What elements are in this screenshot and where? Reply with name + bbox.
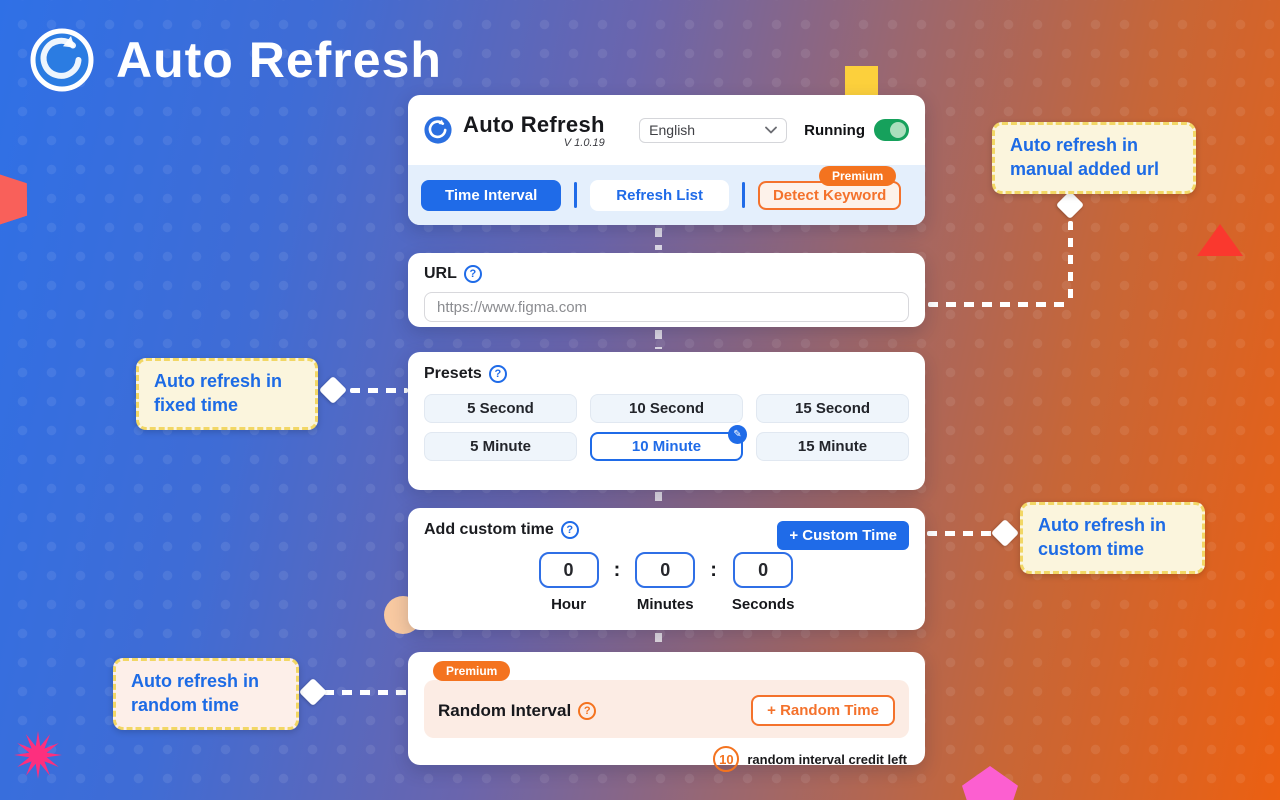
connector-diamond-manual-url bbox=[1055, 190, 1085, 220]
callout-custom-time: Auto refresh in custom time bbox=[1020, 502, 1205, 574]
connector-custom-random bbox=[655, 633, 662, 649]
connector-diamond-fixed-time bbox=[318, 375, 348, 405]
add-custom-time-button[interactable]: + Custom Time bbox=[777, 521, 909, 550]
seconds-input[interactable] bbox=[733, 552, 794, 588]
random-interval-help-icon[interactable]: ? bbox=[578, 701, 597, 720]
random-interval-label: Random Interval bbox=[438, 700, 572, 720]
decor-pink-pentagon bbox=[962, 766, 1018, 800]
hour-input[interactable] bbox=[538, 552, 599, 588]
premium-badge: Premium bbox=[433, 661, 511, 681]
preset-15-second[interactable]: 15 Second bbox=[756, 394, 909, 423]
presets-label: Presets bbox=[424, 365, 482, 382]
preset-15-minute[interactable]: 15 Minute bbox=[756, 432, 909, 461]
random-interval-card: Premium Random Interval ? + Random Time … bbox=[408, 652, 925, 772]
running-status: Running bbox=[804, 119, 909, 141]
custom-time-help-icon[interactable]: ? bbox=[560, 521, 579, 539]
language-select[interactable]: English bbox=[639, 117, 788, 143]
preset-10-second[interactable]: 10 Second bbox=[590, 394, 743, 423]
tab-time-interval[interactable]: Time Interval bbox=[421, 179, 562, 211]
custom-time-card: Add custom time ? + Custom Time Hour : M… bbox=[408, 508, 925, 630]
connector-diamond-random-time bbox=[298, 677, 328, 707]
custom-time-label: Add custom time bbox=[424, 521, 554, 538]
callout-manual-added-url: Auto refresh in manual added url bbox=[992, 122, 1196, 194]
popup-tabbar: Time Interval Refresh List Premium Detec… bbox=[408, 165, 925, 225]
preset-5-minute[interactable]: 5 Minute bbox=[424, 432, 577, 461]
decor-pink-starburst bbox=[14, 731, 62, 779]
tab-divider bbox=[574, 182, 578, 208]
connector-url-presets bbox=[655, 330, 662, 349]
custom-time-header: Add custom time ? + Custom Time bbox=[424, 521, 909, 550]
connector-manual-url-horizontal bbox=[928, 302, 1070, 307]
connector-fixed-time bbox=[350, 388, 408, 393]
decor-red-triangle bbox=[1197, 224, 1243, 256]
decor-yellow-rectangle bbox=[845, 66, 878, 96]
popup-header-card: Auto Refresh V 1.0.19 English Running Ti… bbox=[408, 95, 925, 225]
preset-grid: 5 Second 10 Second 15 Second 5 Minute 10… bbox=[424, 394, 909, 461]
minutes-input[interactable] bbox=[635, 552, 696, 588]
connector-presets-custom bbox=[655, 492, 662, 506]
url-label-row: URL ? bbox=[424, 265, 909, 283]
colon-separator: : bbox=[710, 558, 717, 581]
chevron-down-icon bbox=[765, 126, 778, 134]
time-input-row: Hour : Minutes : Seconds bbox=[424, 552, 909, 613]
connector-custom-time bbox=[927, 531, 995, 536]
tab-divider bbox=[741, 182, 745, 208]
preset-10-minute-selected[interactable]: 10 Minute ✎ bbox=[590, 425, 747, 461]
tab-refresh-list[interactable]: Refresh List bbox=[590, 179, 729, 211]
presets-card: Presets ? 5 Second 10 Second 15 Second 5… bbox=[408, 352, 925, 490]
presets-label-row: Presets ? bbox=[424, 365, 909, 383]
connector-manual-url-vertical bbox=[1068, 221, 1073, 302]
premium-badge: Premium bbox=[818, 165, 897, 186]
connector-header-url bbox=[655, 228, 662, 250]
credit-text: random interval credit left bbox=[747, 751, 907, 767]
hero-title: Auto Refresh bbox=[116, 32, 442, 88]
colon-separator: : bbox=[613, 558, 621, 581]
running-toggle[interactable] bbox=[874, 119, 909, 141]
minutes-label: Minutes bbox=[636, 596, 694, 613]
url-card: URL ? bbox=[408, 253, 925, 327]
preset-label: 10 Minute bbox=[631, 438, 702, 455]
seconds-group: Seconds bbox=[731, 552, 795, 613]
minutes-group: Minutes bbox=[635, 552, 696, 613]
hour-label: Hour bbox=[551, 596, 587, 613]
hero-header: Auto Refresh bbox=[30, 28, 442, 92]
hour-group: Hour bbox=[538, 552, 599, 613]
popup-title-block: Auto Refresh V 1.0.19 bbox=[463, 112, 605, 149]
add-random-time-button[interactable]: + Random Time bbox=[751, 695, 895, 726]
seconds-label: Seconds bbox=[731, 596, 795, 613]
toggle-knob bbox=[890, 122, 906, 138]
auto-refresh-logo-icon bbox=[424, 116, 452, 144]
popup-version: V 1.0.19 bbox=[563, 136, 605, 149]
auto-refresh-logo-icon bbox=[30, 28, 94, 92]
language-selected-value: English bbox=[649, 122, 696, 138]
presets-help-icon[interactable]: ? bbox=[488, 365, 507, 383]
credit-count-badge: 10 bbox=[713, 746, 740, 772]
callout-random-time: Auto refresh in random time bbox=[113, 658, 299, 730]
random-interval-panel: Random Interval ? + Random Time bbox=[424, 680, 909, 738]
connector-random-time bbox=[324, 690, 408, 695]
preset-5-second[interactable]: 5 Second bbox=[424, 394, 577, 423]
url-input[interactable] bbox=[424, 292, 909, 322]
connector-diamond-custom-time bbox=[990, 518, 1020, 548]
tab-detect-keyword-wrap: Premium Detect Keyword bbox=[757, 165, 902, 210]
url-help-icon[interactable]: ? bbox=[463, 265, 482, 283]
credit-row: 10 random interval credit left bbox=[424, 746, 909, 772]
running-label: Running bbox=[804, 121, 865, 139]
edit-pencil-icon: ✎ bbox=[728, 425, 747, 444]
popup-title: Auto Refresh bbox=[463, 111, 605, 137]
decor-red-pentagon bbox=[0, 165, 36, 229]
url-label: URL bbox=[424, 265, 457, 282]
popup-header: Auto Refresh V 1.0.19 English Running bbox=[408, 95, 925, 165]
callout-fixed-time: Auto refresh in fixed time bbox=[136, 358, 318, 430]
